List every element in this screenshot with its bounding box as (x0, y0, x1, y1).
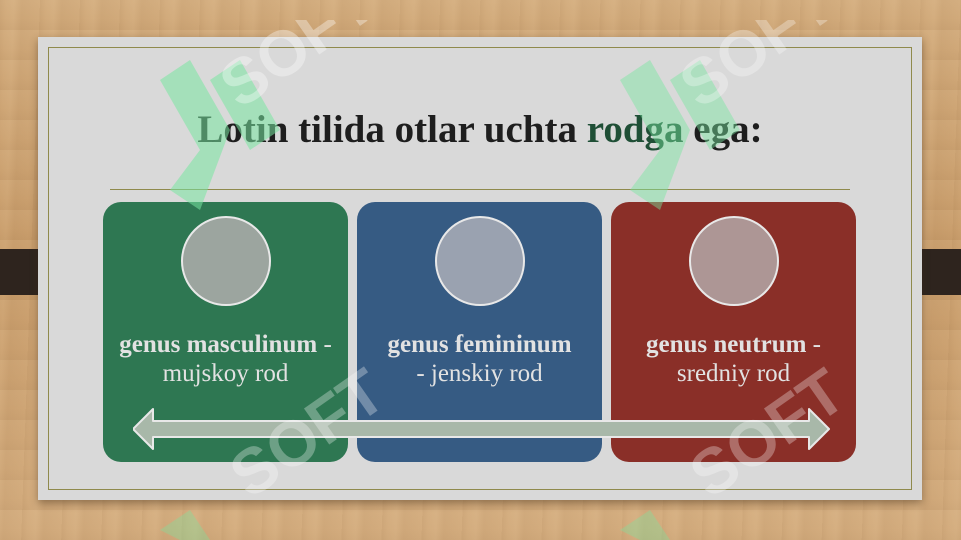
title-end: ega: (683, 108, 763, 151)
double-arrow-icon (133, 408, 830, 450)
slide-frame (48, 47, 912, 490)
card-text: genus femininum - jenskiy rod (369, 316, 590, 402)
slide-title: Lotin tilida otlar uchta rodga ega: (38, 107, 922, 152)
card-term: genus femininum (387, 331, 572, 358)
circle-icon (689, 216, 779, 306)
card-separator: - (806, 331, 821, 358)
card-description: sredniy rod (676, 360, 791, 387)
title-highlight: rodga (586, 108, 684, 151)
card-description: - jenskiy rod (416, 360, 543, 387)
card-term: genus masculinum (119, 331, 318, 358)
title-divider (110, 189, 850, 190)
card-text: genus neutrum - sredniy rod (623, 316, 844, 402)
circle-icon (435, 216, 525, 306)
slide-paper: Lotin tilida otlar uchta rodga ega: genu… (38, 37, 922, 500)
card-term: genus neutrum (645, 331, 807, 358)
card-femininum: genus femininum - jenskiy rod (357, 202, 602, 462)
card-separator: - (317, 331, 332, 358)
title-start: Lotin tilida otlar uchta (197, 108, 587, 151)
card-text: genus masculinum - mujskoy rod (115, 316, 336, 402)
circle-icon (181, 216, 271, 306)
card-description: mujskoy rod (162, 360, 289, 387)
